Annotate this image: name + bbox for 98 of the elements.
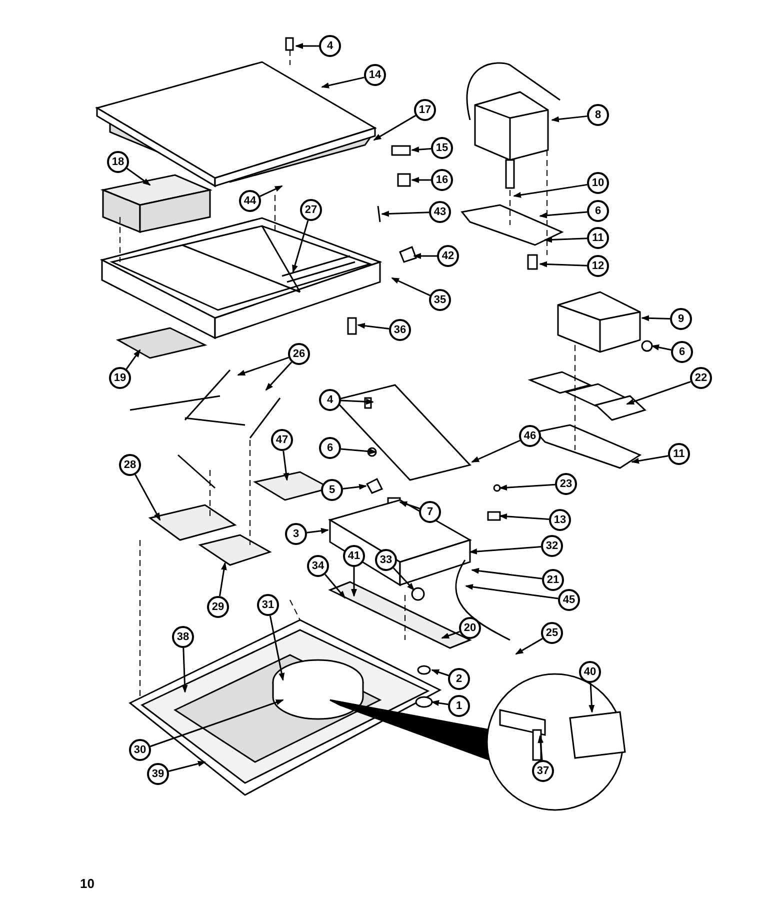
leader-line (413, 253, 437, 259)
callout-number: 44 (239, 190, 261, 212)
leader-line (282, 450, 290, 481)
callout-number: 2 (448, 668, 470, 690)
leader-line (351, 567, 357, 597)
leader-line (411, 146, 432, 153)
leader-line (324, 574, 346, 599)
callout-number: 19 (109, 367, 131, 389)
callout-number: 21 (542, 569, 564, 591)
leader-line (295, 43, 319, 49)
leader-line (641, 315, 670, 322)
leader-line (292, 220, 309, 273)
callout-number: 26 (288, 343, 310, 365)
page-number: 10 (80, 876, 94, 891)
leader-line (515, 638, 543, 655)
leader-line (218, 562, 227, 596)
callout-number: 17 (414, 99, 436, 121)
callout-number: 40 (579, 661, 601, 683)
leader-line (441, 631, 460, 639)
callout-number: 25 (541, 622, 563, 644)
leader-line (237, 356, 289, 376)
leader-line (392, 568, 415, 591)
callout-number: 18 (107, 151, 129, 173)
leader-line (471, 568, 542, 580)
leader-line (499, 513, 550, 520)
leader-line (471, 440, 520, 463)
callout-number: 46 (519, 425, 541, 447)
leader-line (150, 699, 284, 748)
callout-number: 42 (437, 245, 459, 267)
callout-number: 47 (271, 429, 293, 451)
callout-number: 31 (257, 594, 279, 616)
leader-line (134, 474, 161, 521)
callout-number: 36 (389, 319, 411, 341)
leader-line (342, 484, 367, 490)
callout-number: 14 (364, 64, 386, 86)
leader-line (499, 484, 556, 491)
callout-number: 45 (558, 589, 580, 611)
callout-number: 38 (172, 626, 194, 648)
callout-number: 16 (431, 169, 453, 191)
callout-number: 11 (587, 227, 609, 249)
leader-line (651, 344, 672, 351)
leader-line (373, 114, 416, 141)
leader-line (182, 648, 188, 693)
leader-line (465, 584, 558, 600)
leader-line (626, 380, 691, 405)
leader-line (431, 700, 448, 706)
leader-line (321, 76, 364, 88)
leader-line (399, 501, 420, 510)
callout-number: 4 (319, 389, 341, 411)
callout-number: 5 (321, 479, 343, 501)
leader-line (588, 682, 595, 713)
leader-line (431, 669, 449, 676)
leader-line (551, 115, 588, 122)
leader-line (265, 362, 292, 391)
callout-number: 32 (541, 535, 563, 557)
leader-line (168, 760, 206, 772)
callout-number: 13 (549, 509, 571, 531)
leader-line (469, 546, 542, 554)
callout-number: 7 (419, 501, 441, 523)
callout-number: 34 (307, 555, 329, 577)
leader-line (391, 277, 430, 296)
callout-number: 29 (207, 596, 229, 618)
callout-number: 43 (429, 201, 451, 223)
callout-number: 22 (690, 367, 712, 389)
callout-number: 28 (119, 454, 141, 476)
leader-line (513, 184, 588, 198)
leader-line (544, 236, 588, 243)
callout-number: 9 (670, 308, 692, 330)
leader-line (269, 616, 285, 681)
leader-line (126, 168, 151, 186)
leader-line (631, 455, 668, 464)
leader-line (381, 210, 430, 217)
callout-number: 4 (319, 35, 341, 57)
callout-number: 6 (319, 437, 341, 459)
callout-number: 23 (555, 473, 577, 495)
leader-line (340, 448, 377, 454)
callout-number: 39 (147, 763, 169, 785)
callout-number: 12 (587, 255, 609, 277)
callout-number: 8 (587, 104, 609, 126)
callout-number: 10 (587, 172, 609, 194)
leader-line (357, 322, 390, 330)
leader-line (260, 185, 283, 197)
callout-number: 1 (448, 695, 470, 717)
leader-line (539, 211, 588, 218)
leader-line (539, 261, 588, 268)
leader-line (411, 177, 431, 183)
leader-line (306, 528, 329, 534)
leader-line (538, 735, 544, 760)
callout-number: 20 (459, 617, 481, 639)
callout-number: 6 (587, 200, 609, 222)
callout-number: 30 (129, 739, 151, 761)
callout-number: 3 (285, 523, 307, 545)
callout-number: 15 (431, 137, 453, 159)
callout-number: 35 (429, 289, 451, 311)
callout-number: 27 (300, 199, 322, 221)
leader-line (126, 349, 141, 370)
callout-number: 11 (668, 443, 690, 465)
callout-number: 6 (671, 341, 693, 363)
